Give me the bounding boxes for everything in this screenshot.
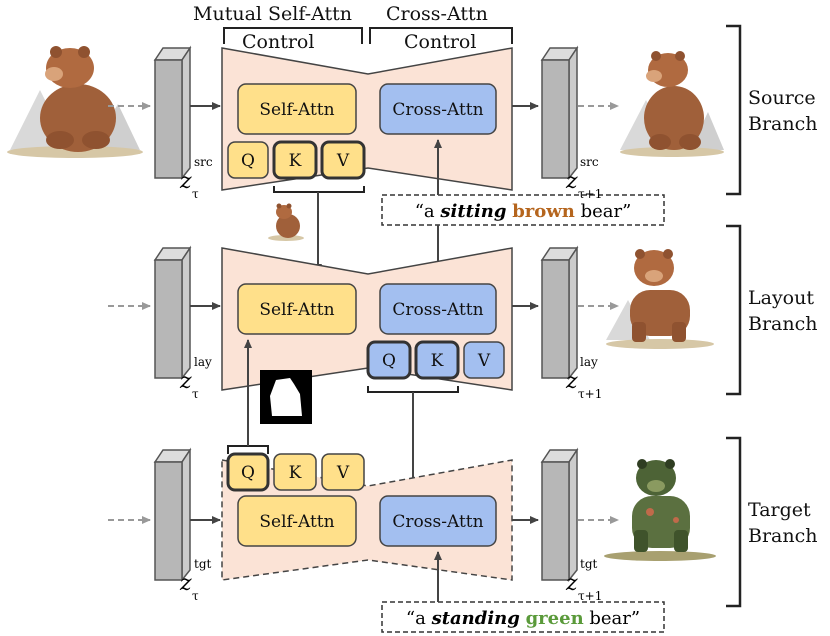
target-v-label: V: [336, 463, 350, 483]
cross-control-label: Control: [404, 31, 476, 53]
cross-attn-label: Cross-Attn: [386, 3, 488, 25]
cross-control-bracket: [369, 27, 513, 44]
layout-v-box: [463, 341, 505, 379]
source-latent-out-symbol: z: [565, 169, 578, 194]
target-prompt-box: [381, 601, 665, 633]
source-input-bear-image: [7, 46, 143, 158]
layout-latent-in-symbol: z: [179, 369, 192, 394]
layout-latent-in-sub: τ: [192, 387, 199, 401]
target-latent-in-sub: τ: [192, 589, 199, 603]
target-branch-label-2: Branch: [748, 525, 818, 547]
target-cross-attn-label: Cross-Attn: [392, 512, 483, 532]
source-latent-out-sup: src: [580, 155, 599, 169]
source-kv-bracket: [273, 186, 365, 193]
source-latent-in-sub: τ: [192, 187, 199, 201]
source-branch-label-1: Source: [748, 87, 816, 109]
target-latent-out-symbol: z: [565, 571, 578, 596]
layout-self-attn-box: [237, 283, 357, 335]
layout-q-box: [366, 340, 412, 380]
source-prompt-box: [381, 194, 665, 226]
layout-latent-out-sub: τ+1: [578, 387, 602, 401]
layout-branch-label-1: Layout: [748, 287, 814, 309]
target-latent-out-sup: tgt: [580, 557, 598, 571]
target-k-box: [273, 453, 317, 491]
target-cross-attn-box: [379, 495, 497, 547]
source-branch-brace: [726, 24, 742, 196]
target-v-box: [321, 453, 365, 491]
layout-q-label: Q: [382, 351, 396, 371]
target-output-green-bear-image: [604, 459, 716, 561]
source-q-box: [227, 141, 269, 179]
source-prompt-text: “a sitting brown bear”: [415, 201, 632, 222]
source-latent-out-sub: τ+1: [578, 187, 602, 201]
source-cross-attn-box: [379, 83, 497, 135]
source-latent-in: [153, 45, 192, 181]
source-v-box: [320, 140, 366, 180]
layout-cross-attn-label: Cross-Attn: [392, 300, 483, 320]
layout-latent-in-sup: lay: [194, 355, 212, 369]
target-branch-brace: [726, 436, 742, 608]
layout-branch-label-2: Branch: [748, 313, 818, 335]
source-latent-out: [540, 45, 579, 181]
source-k-label: K: [289, 151, 302, 171]
target-latent-in-sup: tgt: [194, 557, 212, 571]
mutual-control-label: Control: [242, 31, 314, 53]
target-self-attn-box: [237, 495, 357, 547]
target-latent-in-symbol: z: [179, 571, 192, 596]
target-q-label: Q: [241, 463, 255, 483]
layout-qk-bracket: [367, 386, 459, 393]
target-self-attn-label: Self-Attn: [259, 512, 334, 532]
source-k-box: [272, 140, 318, 180]
layout-k-box: [414, 340, 460, 380]
source-latent-in-sup: src: [194, 155, 213, 169]
target-latent-out: [540, 447, 579, 583]
layout-mask-image: [260, 370, 312, 424]
layout-v-label: V: [477, 351, 491, 371]
source-q-label: Q: [241, 151, 255, 171]
source-output-bear-image: [620, 51, 724, 157]
target-branch-label-1: Target: [748, 499, 811, 521]
layout-self-attn-label: Self-Attn: [259, 300, 334, 320]
source-branch-label-2: Branch: [748, 113, 818, 135]
layout-reference-small-bear-image: [268, 203, 304, 241]
target-q-box: [226, 452, 270, 492]
target-latent-in: [153, 447, 192, 583]
layout-cross-attn-box: [379, 283, 497, 335]
source-self-attn-label: Self-Attn: [259, 100, 334, 120]
layout-branch-brace: [726, 224, 742, 396]
target-prompt-text: “a standing green bear”: [406, 608, 640, 629]
source-cross-attn-label: Cross-Attn: [392, 100, 483, 120]
source-latent-in-symbol: z: [179, 169, 192, 194]
mutual-self-attn-label: Mutual Self-Attn: [193, 3, 352, 25]
target-k-label: K: [289, 463, 302, 483]
layout-latent-out-symbol: z: [565, 369, 578, 394]
source-self-attn-box: [237, 83, 357, 135]
layout-latent-out: [540, 245, 579, 381]
layout-latent-in: [153, 245, 192, 381]
target-latent-out-sub: τ+1: [578, 589, 602, 603]
layout-latent-out-sup: lay: [580, 355, 598, 369]
layout-k-label: K: [431, 351, 444, 371]
mutual-control-bracket: [223, 27, 363, 44]
layout-output-bear-image: [606, 249, 714, 349]
source-v-label: V: [336, 151, 350, 171]
